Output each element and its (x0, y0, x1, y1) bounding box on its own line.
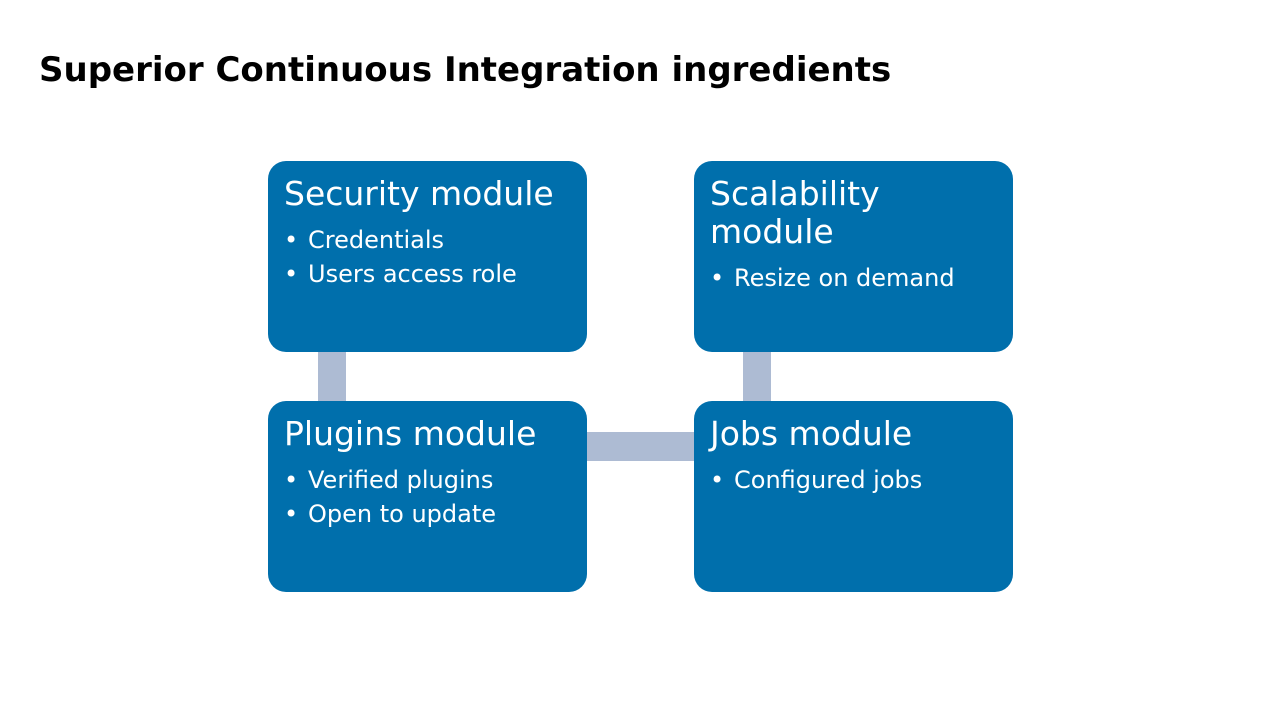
plugins-module-box[interactable]: Plugins module • Verified plugins • Open t… (268, 401, 587, 592)
bullet-text: Resize on demand (734, 264, 955, 292)
scalability-module-box[interactable]: Scalability module • Resize on demand (694, 161, 1013, 352)
module-title: Security module (284, 174, 554, 213)
bullet-item: • Credentials (284, 223, 571, 257)
bullet-item: • Open to update (284, 497, 571, 531)
module-bullet-list: • Verified plugins • Open to update (284, 463, 571, 531)
bullet-item: • Users access role (284, 257, 571, 291)
bullet-text: Users access role (308, 260, 517, 288)
module-title: Scalability module (710, 174, 880, 251)
module-title: Plugins module (284, 414, 537, 453)
bullet-dot-icon: • (284, 260, 299, 288)
jobs-module-box[interactable]: Jobs module • Configured jobs (694, 401, 1013, 592)
module-bullet-list: • Configured jobs (710, 463, 997, 497)
bullet-text: Verified plugins (308, 466, 494, 494)
bullet-dot-icon: • (284, 226, 299, 254)
bullet-item: • Verified plugins (284, 463, 571, 497)
bullet-dot-icon: • (710, 264, 725, 292)
connector-security-plugins (318, 351, 346, 401)
bullet-text: Open to update (308, 500, 497, 528)
bullet-dot-icon: • (710, 466, 725, 494)
bullet-text: Credentials (308, 226, 445, 254)
bullet-item: • Configured jobs (710, 463, 997, 497)
bullet-dot-icon: • (284, 500, 299, 528)
module-bullet-list: • Resize on demand (710, 261, 997, 295)
module-bullet-list: • Credentials • Users access role (284, 223, 571, 291)
slide-title: Superior Continuous Integration ingredie… (39, 50, 892, 90)
connector-scalability-jobs (743, 351, 771, 401)
connector-plugins-jobs (586, 432, 695, 461)
bullet-item: • Resize on demand (710, 261, 997, 295)
bullet-dot-icon: • (284, 466, 299, 494)
security-module-box[interactable]: Security module • Credentials • Users acce… (268, 161, 587, 352)
module-title: Jobs module (710, 414, 913, 453)
bullet-text: Configured jobs (734, 466, 923, 494)
